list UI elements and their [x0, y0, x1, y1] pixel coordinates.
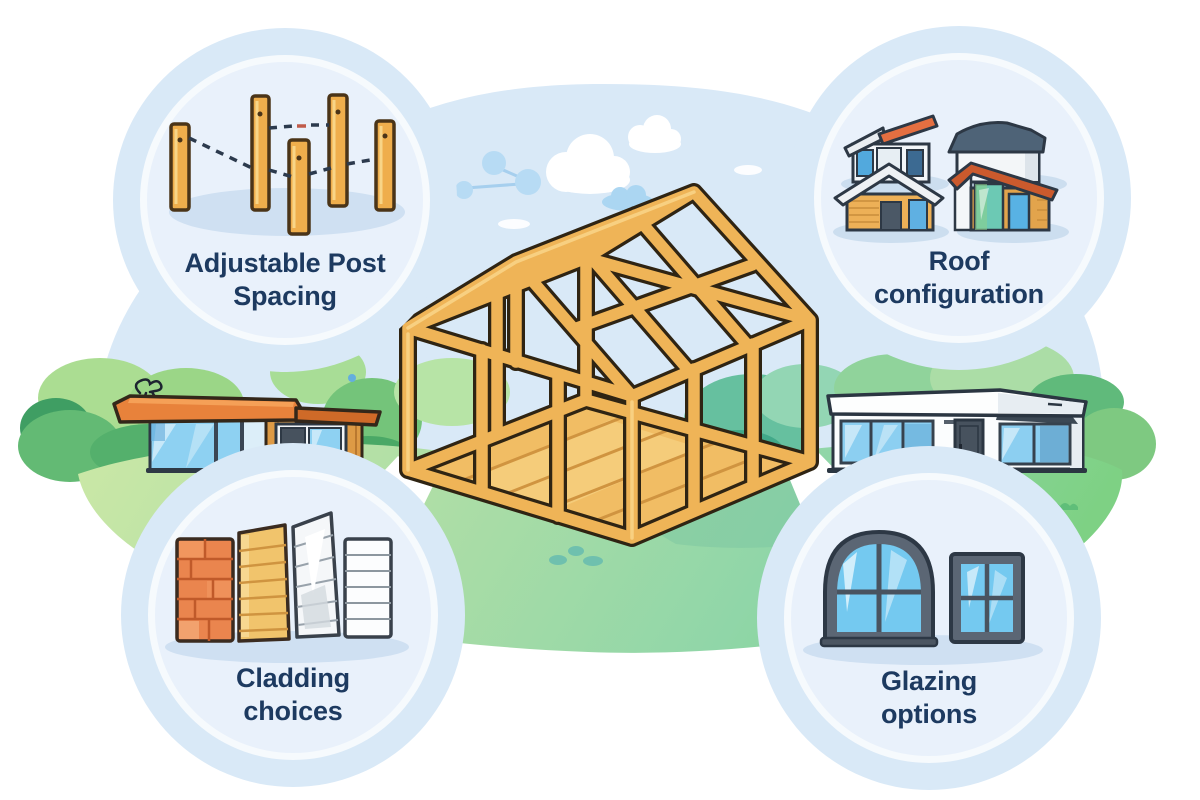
callout-label: Cladding choices — [155, 662, 431, 728]
icon-shadow — [169, 188, 405, 236]
base-line — [827, 468, 1087, 473]
callout-label: Roof configuration — [821, 245, 1097, 311]
door — [280, 427, 306, 471]
callout-post-spacing: Adjustable Post Spacing — [147, 62, 423, 338]
label-line: options — [880, 698, 978, 729]
label-line: Cladding — [236, 662, 350, 693]
house-flat-roof — [947, 121, 1047, 184]
cloud-white-small — [628, 115, 681, 153]
label-line: Spacing — [233, 280, 337, 311]
cloud-wisp — [734, 165, 762, 175]
cladding-samples-icon — [165, 511, 409, 663]
peg-holes — [177, 109, 388, 161]
metal-panel — [291, 511, 341, 639]
callout-label: Glazing options — [791, 665, 1067, 731]
siding-panel — [343, 537, 393, 639]
timber-frame — [399, 183, 819, 547]
square-window — [949, 552, 1025, 644]
windows-icon — [803, 530, 1043, 665]
label-line: configuration — [874, 278, 1044, 309]
callout-label: Adjustable Post Spacing — [147, 247, 423, 313]
base-line — [146, 468, 364, 473]
clouds — [455, 115, 762, 229]
brick-panel — [175, 537, 235, 643]
callout-roof-configuration: Roof configuration — [821, 60, 1097, 336]
cloud-white-large — [546, 134, 630, 194]
bush-berry — [348, 374, 356, 382]
adjustable-posts-icon — [169, 93, 405, 236]
wall-vent — [944, 420, 956, 424]
cloud-wisp — [498, 219, 530, 229]
label-line: choices — [243, 695, 343, 726]
house-gable-roof — [833, 162, 945, 232]
arched-window — [819, 530, 939, 648]
timber-panel — [237, 523, 291, 643]
cloud-wisp-low — [270, 360, 298, 372]
label-line: Glazing — [880, 665, 978, 696]
roof-fascia-right — [294, 406, 382, 427]
callout-glazing-options: Glazing options — [791, 480, 1067, 756]
cloud-molecule — [455, 151, 541, 199]
spacing-dashes — [188, 123, 377, 179]
house-monopitch-roof — [947, 161, 1059, 232]
label-line: Adjustable Post — [184, 247, 386, 278]
label-line: Roof — [928, 245, 990, 276]
roof-types-icon — [833, 114, 1069, 243]
right-building — [826, 388, 1088, 473]
callout-cladding-choices: Cladding choices — [155, 477, 431, 753]
left-building — [112, 378, 382, 473]
